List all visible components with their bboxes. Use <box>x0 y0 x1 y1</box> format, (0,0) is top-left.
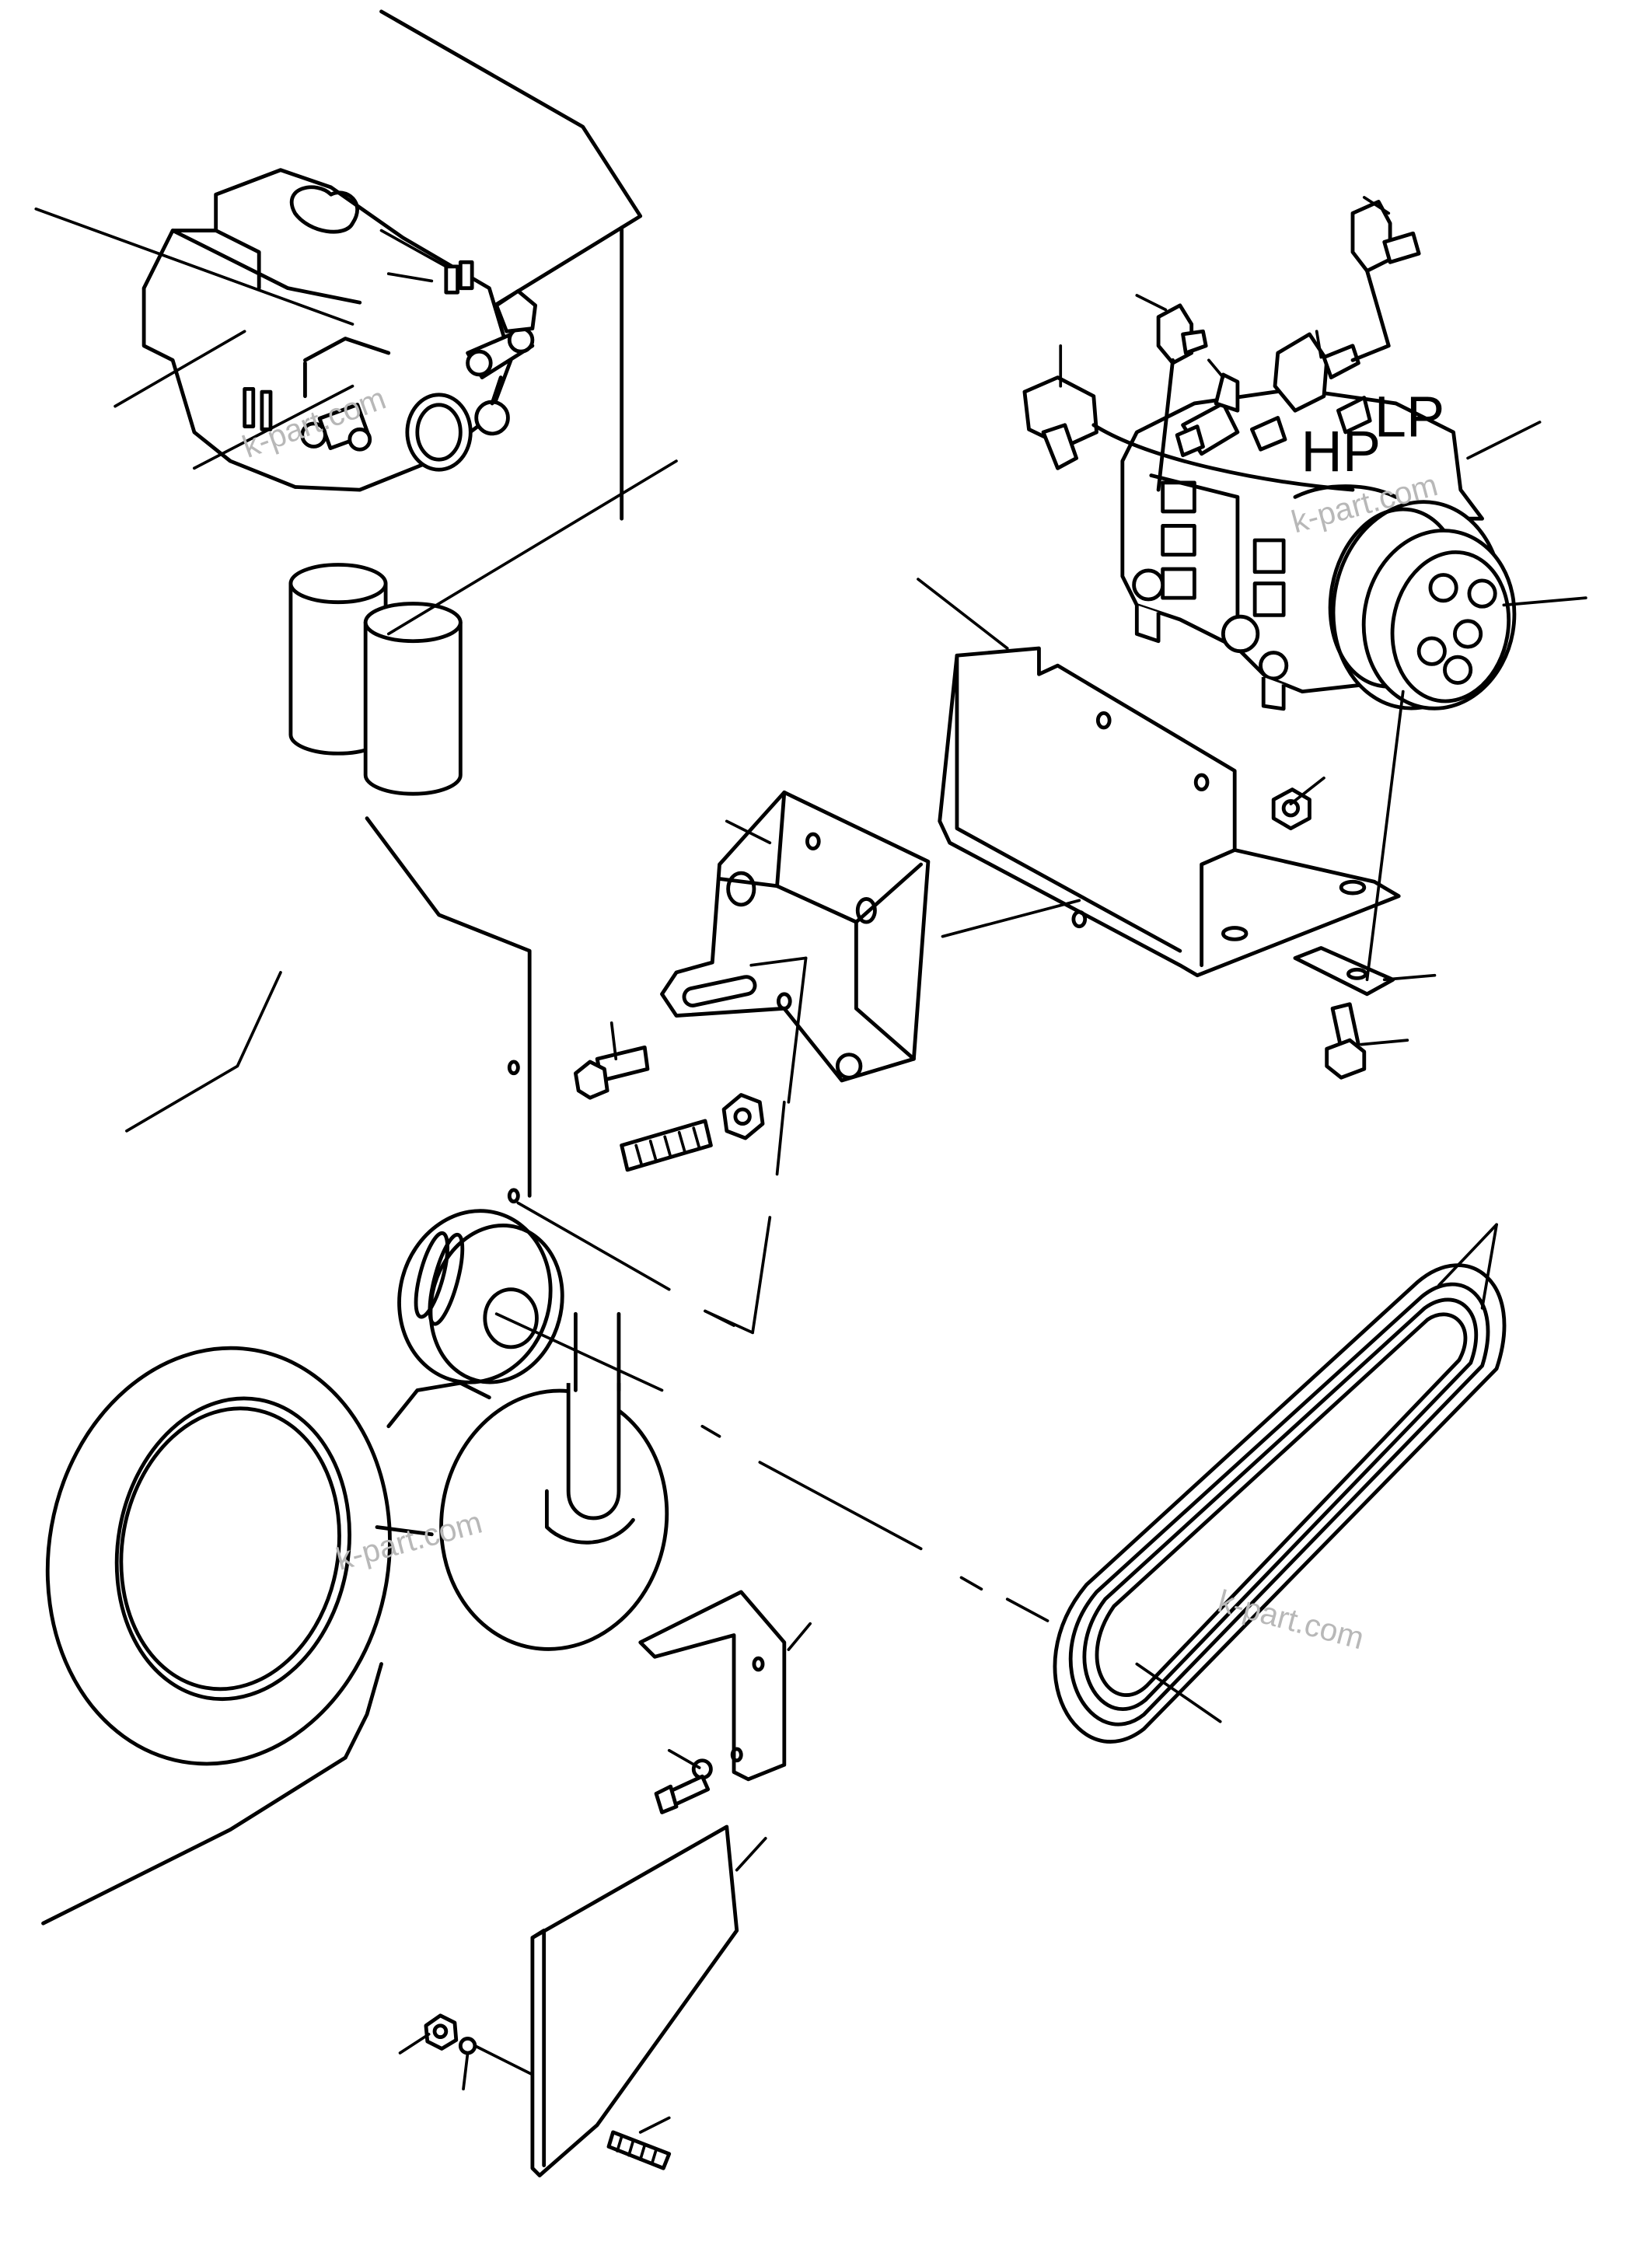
oil-filter-right <box>363 602 463 796</box>
lp-port-label: LP <box>1374 385 1445 449</box>
ac-compressor <box>1022 200 1517 711</box>
leader-lines <box>34 196 1587 2134</box>
crankshaft-housing <box>41 1346 491 1926</box>
oil-filter-left <box>288 563 388 756</box>
bracket-bolt <box>1325 1002 1367 1080</box>
adjust-bolt <box>574 1045 650 1100</box>
engine-front-outline <box>365 816 532 1204</box>
stud-bolt <box>620 1119 713 1172</box>
belt-cover <box>424 1824 739 2177</box>
hex-nut <box>721 1093 765 1140</box>
watermark: k-part.com <box>1214 1583 1368 1656</box>
belt-guard-bracket <box>638 1590 787 1814</box>
v-belt <box>1053 1263 1507 1744</box>
hp-port-label: HP <box>1301 419 1381 484</box>
compressor-bracket <box>938 646 1401 978</box>
spacer-plate <box>1293 946 1395 997</box>
injection-pump <box>141 168 537 492</box>
alignment-lines <box>494 690 1405 1622</box>
idler-pulley <box>397 1209 564 1384</box>
tension-bracket <box>660 790 931 1083</box>
water-pump-pulley <box>439 1311 669 1651</box>
